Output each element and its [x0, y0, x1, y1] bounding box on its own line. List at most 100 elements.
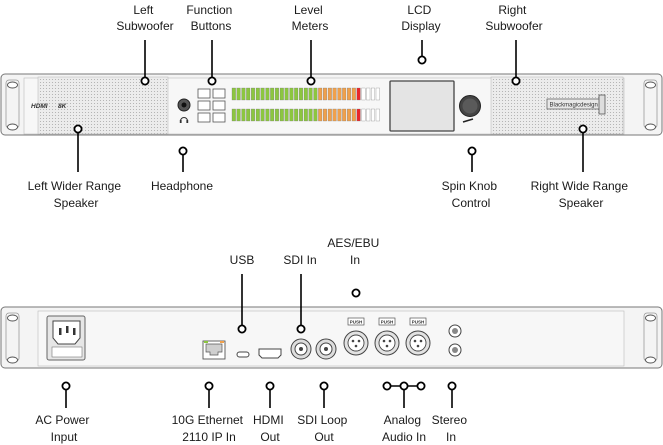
xlr-connector[interactable]: PUSH [343, 317, 369, 356]
meter-segment [351, 87, 356, 101]
knob-arrow-icon [462, 118, 474, 123]
label-lcd-display: LCD Display [401, 3, 440, 33]
left-speaker-grille [37, 76, 169, 135]
callout-sdi-in [296, 324, 306, 334]
meter-segment [366, 87, 371, 101]
meter-segment [260, 108, 265, 122]
meter-segment [375, 108, 380, 122]
usb-port[interactable] [236, 351, 250, 358]
xlr-push-label: PUSH [350, 320, 363, 325]
label-left-wider-range-speaker: Left Wider Range Speaker [28, 179, 125, 210]
rack-ear-hole [7, 314, 18, 322]
meter-segment [231, 87, 236, 101]
meter-segment [337, 108, 342, 122]
meter-segment [371, 87, 375, 101]
label-spin-knob-control: Spin Knob Control [442, 179, 501, 210]
label-ethernet: 10G Ethernet 2110 IP In [172, 413, 247, 444]
meter-segment [241, 87, 246, 101]
meter-segment [366, 108, 371, 122]
rack-ear-hole [645, 123, 656, 131]
callout-analog-audio-3 [416, 381, 426, 391]
lcd-display [389, 80, 455, 132]
callout-analog-audio-1 [382, 381, 392, 391]
meter-segment [327, 87, 332, 101]
callout-left-subwoofer [140, 76, 150, 86]
sdi-loop-out-connector[interactable] [315, 338, 337, 360]
meter-segment [332, 108, 337, 122]
function-buttons [197, 88, 226, 123]
meter-segment [275, 108, 279, 122]
meter-segment [347, 108, 351, 122]
meter-segment [371, 108, 375, 122]
rack-ear-hole [645, 314, 656, 322]
meter-segment [299, 108, 303, 122]
meter-segment [294, 87, 299, 101]
meter-segment [303, 87, 308, 101]
meter-segment [299, 87, 303, 101]
function-button[interactable] [197, 88, 211, 99]
meter-segment [361, 87, 366, 101]
callout-aes-ebu-in [351, 288, 361, 298]
stereo-in-jacks[interactable] [448, 324, 462, 357]
rack-ear-hole [645, 356, 656, 364]
meter-segment [337, 87, 342, 101]
meter-segment [289, 108, 294, 122]
meter-segment [231, 108, 236, 122]
meter-segment [313, 87, 318, 101]
meter-segment [327, 108, 332, 122]
ac-power-connector[interactable] [46, 315, 86, 361]
callout-right-subwoofer [511, 76, 521, 86]
rack-ear-hole [7, 81, 18, 89]
callout-ethernet [204, 381, 214, 391]
front-panel: HDMI 8K Blackmagicdesign [0, 73, 663, 136]
function-button[interactable] [212, 112, 226, 123]
xlr-push-label: PUSH [412, 320, 425, 325]
label-left-subwoofer: Left Subwoofer [116, 3, 173, 33]
meter-segment [236, 87, 241, 101]
meter-segment [289, 87, 294, 101]
meter-segment [303, 108, 308, 122]
xlr-push-label: PUSH [381, 320, 394, 325]
callout-stereo-in [447, 381, 457, 391]
meter-segment [255, 87, 260, 101]
meter-segment [255, 108, 260, 122]
label-right-wide-range-speaker: Right Wide Range Speaker [531, 179, 632, 210]
level-meter-row [231, 87, 380, 101]
function-button[interactable] [212, 88, 226, 99]
hdmi-port[interactable] [258, 348, 282, 359]
meter-segment [241, 108, 246, 122]
meter-segment [356, 108, 361, 122]
meter-segment [351, 108, 356, 122]
function-button[interactable] [197, 112, 211, 123]
label-ac-power-input: AC Power Input [35, 413, 92, 444]
function-button[interactable] [197, 100, 211, 111]
callout-left-wider-range [73, 124, 83, 134]
label-analog-audio-in: Analog Audio In [382, 413, 426, 444]
function-button[interactable] [212, 100, 226, 111]
meter-segment [270, 87, 275, 101]
label-level-meters: Level Meters [292, 3, 329, 33]
rear-panel: PUSH PUSH PUSH [0, 306, 663, 369]
meter-segment [332, 87, 337, 101]
meter-segment [313, 108, 318, 122]
meter-segment [323, 87, 327, 101]
svg-text:8K: 8K [58, 103, 68, 110]
callout-lcd-display [417, 55, 427, 65]
label-usb: USB [230, 253, 255, 267]
xlr-connector[interactable]: PUSH [405, 317, 431, 356]
meter-segment [251, 108, 255, 122]
callout-usb [237, 324, 247, 334]
meter-segment [279, 87, 284, 101]
meter-segment [318, 108, 323, 122]
rack-ear-hole [7, 123, 18, 131]
callout-function-buttons [207, 76, 217, 86]
meter-segment [342, 108, 347, 122]
level-meter-row [231, 108, 380, 122]
meter-segment [308, 87, 313, 101]
brand-name: Blackmagicdesign [550, 103, 598, 109]
meter-segment [251, 87, 255, 101]
sdi-in-connector[interactable] [290, 338, 312, 360]
callout-hdmi-out [265, 381, 275, 391]
xlr-connector[interactable]: PUSH [374, 317, 400, 356]
ethernet-port[interactable] [202, 340, 226, 360]
